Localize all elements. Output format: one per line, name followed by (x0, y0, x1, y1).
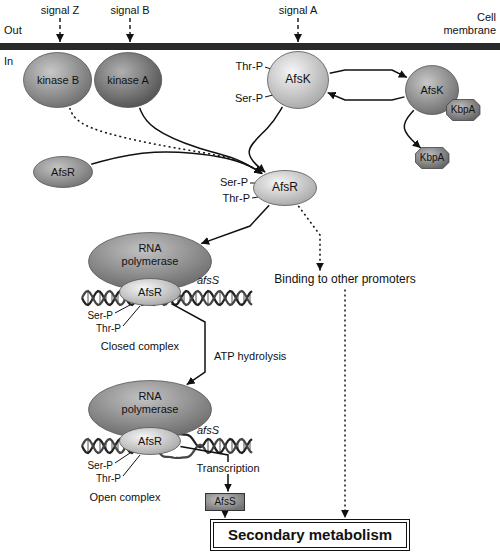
connector-arrow (249, 107, 282, 172)
shape-fill (24, 53, 92, 108)
connector-arrow (140, 108, 263, 174)
tick-line (252, 197, 258, 198)
shape-fill (206, 494, 245, 511)
shape-fill (268, 52, 329, 109)
annotation-label: Thr-P (96, 323, 121, 335)
annotation-label: In (4, 55, 13, 68)
afsr-protein: AfsR (253, 170, 317, 206)
dna-rung (88, 291, 89, 305)
node-label: AfsR (272, 181, 298, 195)
annotation-label: Thr-P (223, 192, 251, 205)
dna-rung (220, 439, 221, 453)
annotation-label: Cell membrane (436, 11, 496, 36)
connector-arrow (224, 513, 226, 518)
node-label: Binding to other promoters (274, 273, 415, 287)
afsr-protein: AfsR (33, 156, 93, 188)
cell-membrane (0, 43, 500, 50)
tick-line (123, 455, 140, 476)
afsr-protein: AfsR (119, 427, 181, 455)
afss-product: AfsS (205, 493, 245, 511)
annotation-label: signal Z (41, 4, 80, 17)
tick-line (123, 306, 140, 326)
node-label: KbpA (420, 152, 444, 164)
connector-arrow (328, 93, 405, 100)
node-label: AfsR (51, 166, 75, 179)
edge-label: ATP hydrolysis (212, 350, 288, 363)
shape-fill (446, 100, 479, 121)
signal-arrow (59, 18, 60, 42)
edge-label: Transcription (194, 462, 261, 475)
node-label: AfsK (420, 84, 443, 97)
kinase-sphere: kinase B (23, 52, 92, 108)
connector-arrow (91, 152, 262, 174)
annotation-label: Ser-P (220, 176, 248, 189)
node-label: kinase B (37, 74, 79, 87)
shape-fill (120, 428, 181, 455)
afsk-sphere: AfsK (267, 51, 329, 109)
shape-fill (120, 279, 181, 306)
connector-arrow (344, 289, 346, 517)
node-label: Secondary metabolism (228, 526, 392, 543)
annotation-label: Thr-P (236, 60, 264, 73)
node-label: RNA polymerase (115, 390, 185, 415)
promoter-note: Binding to other promoters (272, 272, 417, 288)
node-label: RNA polymerase (115, 242, 185, 267)
node-label: AfsK (285, 73, 310, 87)
kbpa-octagon: KbpA (446, 99, 480, 121)
annotation-label: signal B (110, 4, 149, 17)
dna-rung (220, 291, 221, 305)
shape-fill (94, 53, 161, 108)
annotation-label: afsS (197, 274, 219, 287)
annotation-label: Ser-P (87, 310, 113, 322)
dna-rung (208, 291, 209, 305)
node-label: AfsS (214, 496, 235, 508)
shape-fill (34, 157, 93, 188)
annotation-label: Ser-P (235, 92, 263, 105)
node-label: kinase A (107, 74, 149, 87)
annotation-label: Closed complex (101, 340, 179, 353)
connector-arrow (70, 108, 263, 174)
node-label: AfsR (138, 286, 162, 299)
dna-helices (82, 291, 252, 458)
dna-rung (88, 439, 89, 453)
kbpa-octagon: KbpA (415, 147, 449, 169)
node-label: AfsR (138, 435, 162, 448)
annotation-label: Thr-P (96, 473, 121, 485)
outcome-box: Secondary metabolism (210, 519, 410, 550)
signal-arrow (129, 18, 130, 42)
signal-arrow (297, 18, 298, 42)
annotation-label: Open complex (90, 491, 161, 504)
tick-line (115, 305, 130, 313)
kinase-sphere: kinase A (94, 52, 162, 108)
shape-fill (254, 171, 317, 206)
annotation-label: signal A (279, 4, 318, 17)
connector-arrow (298, 206, 320, 271)
annotation-label: Out (4, 24, 22, 37)
connector-arrow (330, 70, 407, 77)
connector-arrow (201, 205, 269, 243)
annotation-label: Ser-P (87, 460, 113, 472)
tick-line (115, 453, 130, 463)
shape-fill (415, 148, 448, 169)
annotation-label: afsS (197, 424, 219, 437)
node-label: KbpA (451, 104, 475, 116)
afsr-protein: AfsR (119, 278, 181, 306)
connector-arrow (404, 110, 420, 148)
